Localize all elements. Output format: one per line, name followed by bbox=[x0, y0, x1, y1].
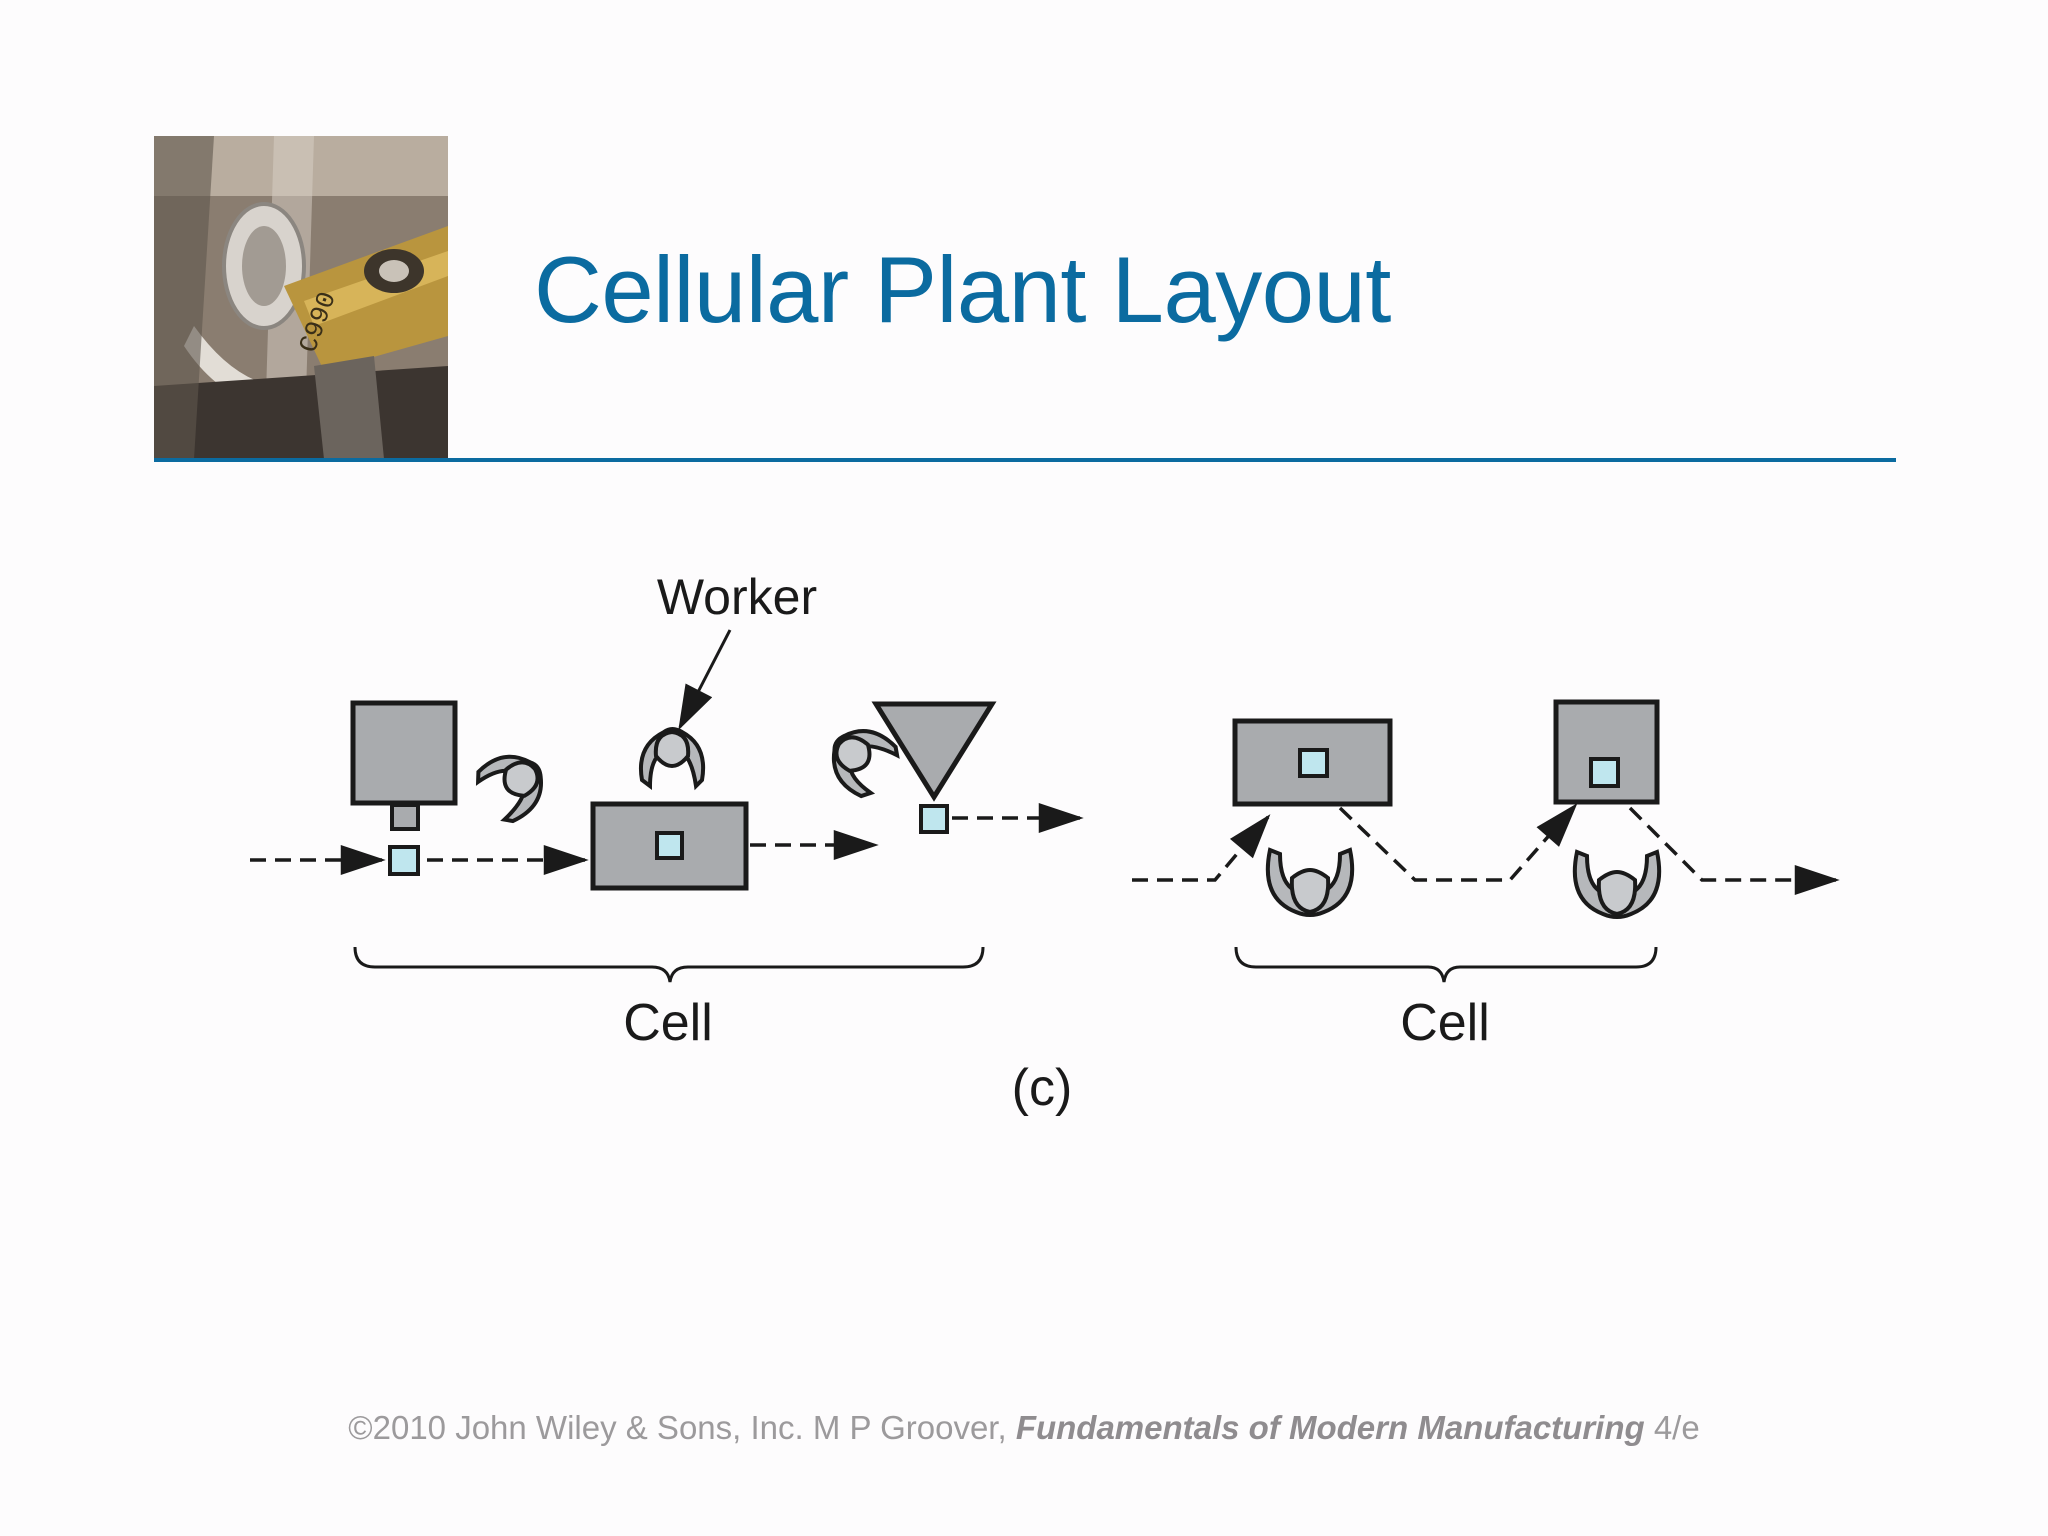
footer-edition: 4/e bbox=[1644, 1409, 1700, 1446]
footer-copyright: ©2010 John Wiley & Sons, Inc. M P Groove… bbox=[348, 1409, 1016, 1446]
slide-footer: ©2010 John Wiley & Sons, Inc. M P Groove… bbox=[0, 1409, 2048, 1447]
cell-label-left: Cell bbox=[623, 994, 713, 1052]
header-photo: C990 bbox=[154, 136, 448, 459]
worker-figure-left bbox=[470, 739, 558, 828]
right-cell: Cell bbox=[1132, 699, 1840, 1052]
diagram-caption: (c) bbox=[1012, 1059, 1073, 1117]
title-underline bbox=[154, 458, 1896, 462]
machine-triangle bbox=[871, 701, 997, 802]
workpiece-marker bbox=[388, 845, 420, 876]
machine-right-1 bbox=[1232, 718, 1393, 807]
worker-figure-right-1 bbox=[1265, 848, 1355, 917]
worker-figure-right-2 bbox=[1572, 850, 1662, 919]
cell-brace-left bbox=[353, 946, 985, 983]
machine-left-square bbox=[350, 700, 458, 806]
left-cell: Worker Cell bbox=[250, 569, 1084, 1052]
cell-label-right: Cell bbox=[1400, 994, 1490, 1052]
worker-figure-center bbox=[638, 727, 706, 788]
footer-book-title: Fundamentals of Modern Manufacturing bbox=[1015, 1409, 1645, 1446]
machining-tool-photo-icon bbox=[154, 136, 448, 459]
cell-brace-right bbox=[1234, 946, 1658, 983]
worker-figure-right bbox=[816, 714, 904, 803]
photo-stamp-text: C990 bbox=[293, 288, 343, 357]
cellular-layout-diagram: Worker Cell Cell (c) bbox=[250, 569, 1840, 1117]
worker-label: Worker bbox=[657, 569, 817, 625]
slide-title: Cellular Plant Layout bbox=[534, 237, 1391, 342]
